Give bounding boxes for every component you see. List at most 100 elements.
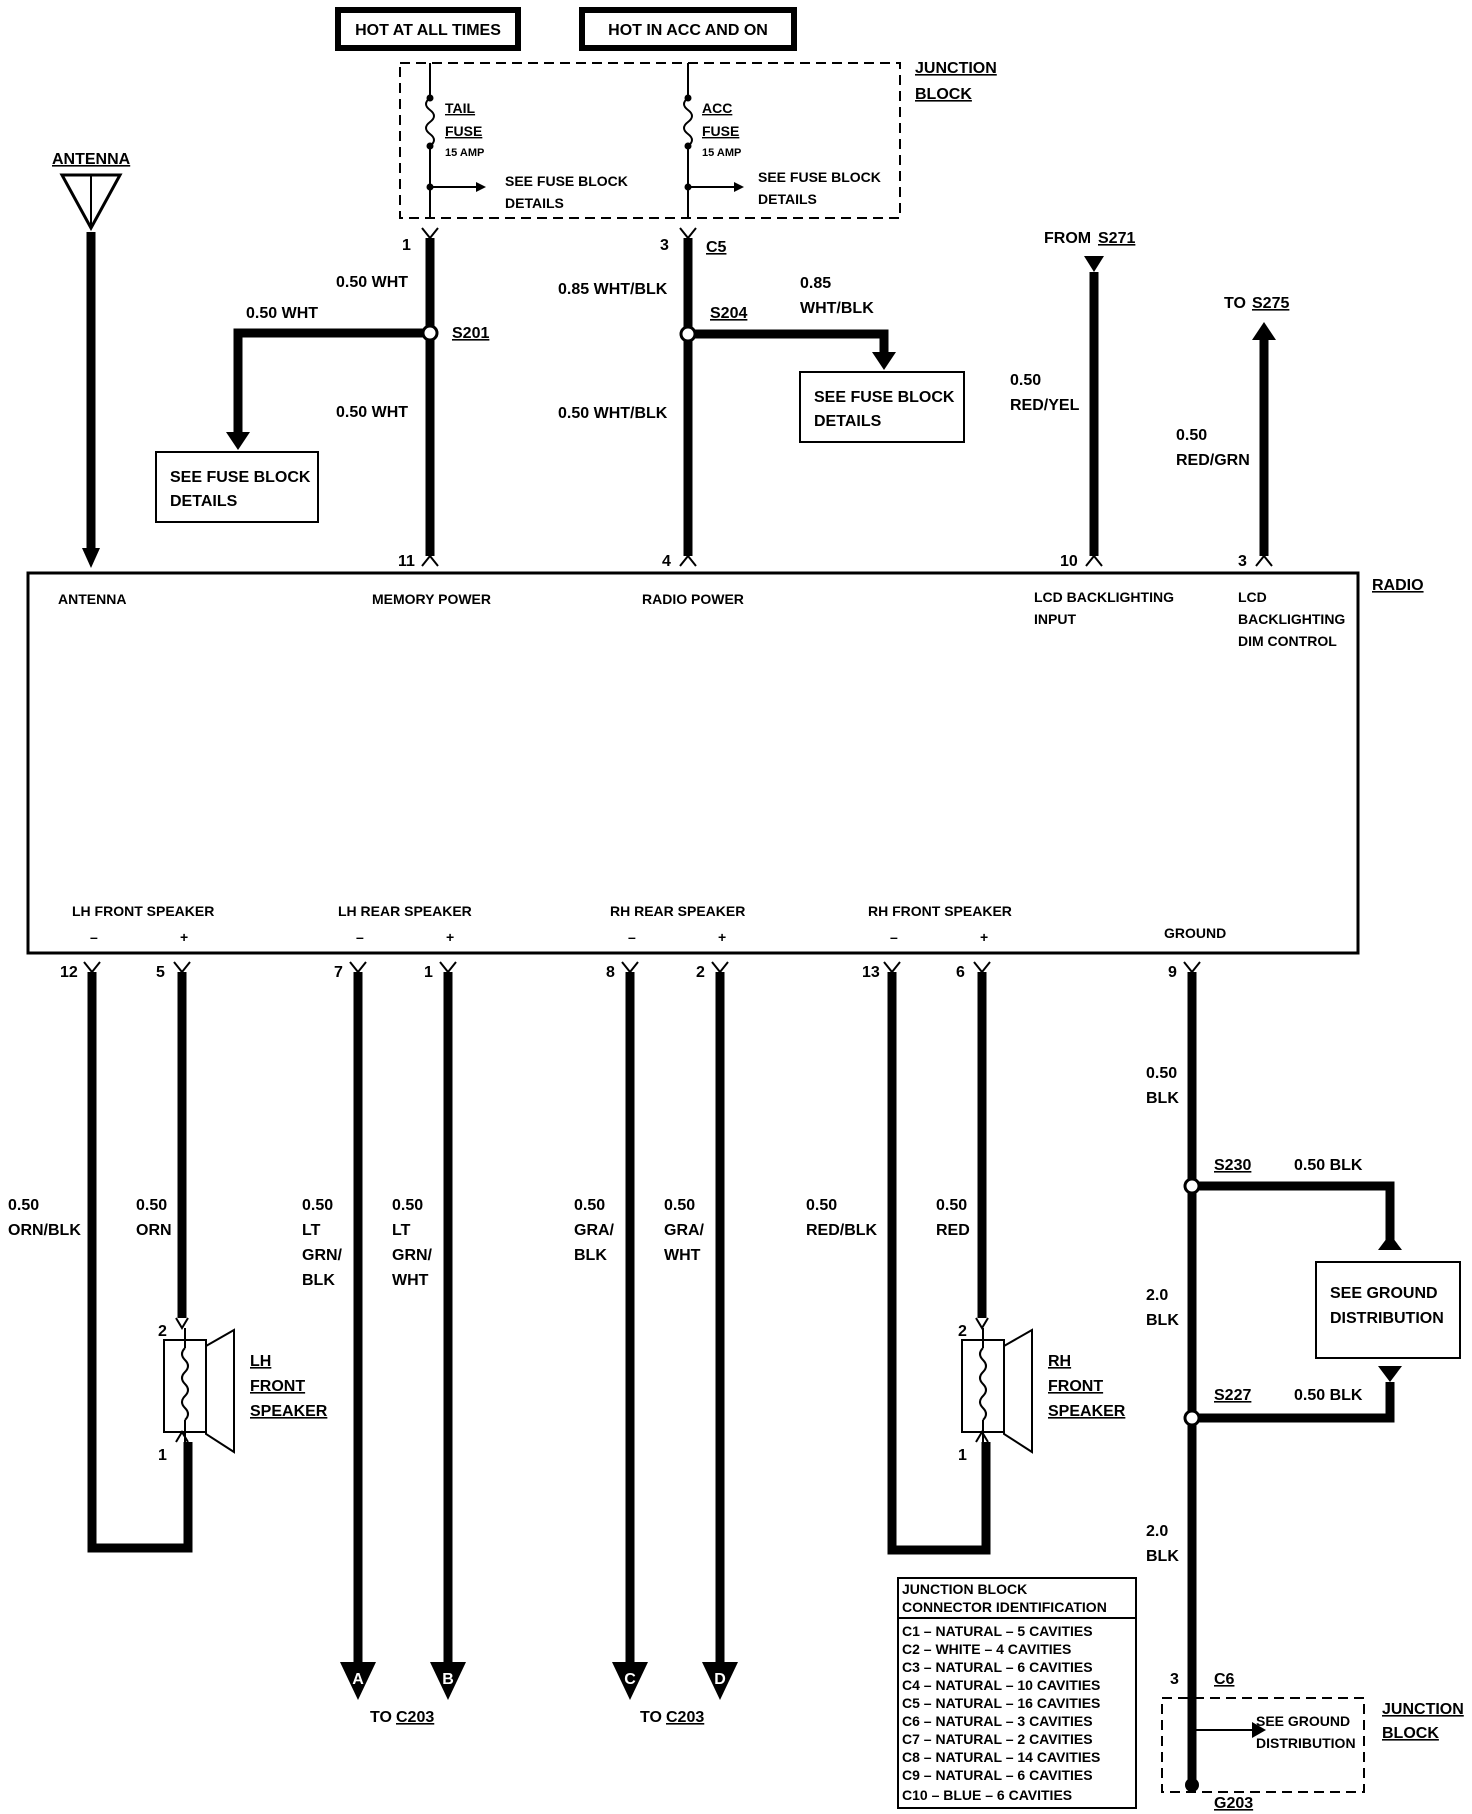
acc-fuse-amp: 15 AMP — [702, 147, 741, 159]
pin-8-label: 8 — [606, 964, 615, 981]
lh-rear-speaker-wires: A B TO C203 0.50 LT GRN/ BLK 0.50 LT GRN… — [302, 972, 466, 1726]
splice-s201: S201 — [452, 325, 489, 342]
ground-wire-mid-label: 2.0 — [1146, 1287, 1168, 1304]
rh-front-speaker-label: RH FRONT SPEAKER — [868, 903, 1012, 919]
table-row: C9 – NATURAL – 6 CAVITIES — [902, 1767, 1093, 1783]
table-row: C3 – NATURAL – 6 CAVITIES — [902, 1659, 1093, 1675]
plus-sign: + — [180, 929, 188, 945]
wire-085-whtblk-label: 0.85 WHT/BLK — [558, 281, 668, 298]
wire-red-blk-label-2: RED/BLK — [806, 1222, 878, 1239]
wire-085-branch-label-2: WHT/BLK — [800, 300, 874, 317]
lh-front-speaker-label: LH FRONT SPEAKER — [72, 903, 214, 919]
rh-speaker-label-2: FRONT — [1048, 1378, 1103, 1395]
ground-wire-label-2: BLK — [1146, 1090, 1179, 1107]
wire-redyel-label: 0.50 — [1010, 372, 1041, 389]
radio-unit: RADIO ANTENNA MEMORY POWER RADIO POWER L… — [26, 571, 1424, 955]
junction-block-label-1: JUNCTION — [915, 60, 997, 77]
table-row: C7 – NATURAL – 2 CAVITIES — [902, 1731, 1093, 1747]
wire-orn-label-2: ORN — [136, 1222, 172, 1239]
lcd-dim-label-2: BACKLIGHTING — [1238, 611, 1345, 627]
see-ground-distribution-small-2: DISTRIBUTION — [1256, 1735, 1356, 1751]
table-row: C5 – NATURAL – 16 CAVITIES — [902, 1695, 1100, 1711]
table-row: C6 – NATURAL – 3 CAVITIES — [902, 1713, 1093, 1729]
wire-gra-blk-label-2: GRA/ — [574, 1222, 615, 1239]
splice-s204: S204 — [710, 305, 747, 322]
radio-antenna-label: ANTENNA — [58, 591, 126, 607]
see-fuse-box-left-2: DETAILS — [170, 493, 238, 510]
wire-gra-wht-label-2: GRA/ — [664, 1222, 705, 1239]
minus-sign: – — [90, 929, 98, 945]
lh-speaker-label-2: FRONT — [250, 1378, 305, 1395]
junction-block-bottom-label: JUNCTION — [1382, 1701, 1464, 1718]
arrow-b: B — [442, 1671, 454, 1688]
wire-ltgrn-blk-label: 0.50 — [302, 1197, 333, 1214]
plus-sign: + — [718, 929, 726, 945]
bottom-pin-row: 12 5 7 1 8 2 13 6 9 — [60, 964, 1177, 981]
wire-050-wht-label-2: 0.50 WHT — [336, 404, 408, 421]
tail-fuse: TAIL FUSE 15 AMP SEE FUSE BLOCK DETAILS — [425, 63, 628, 218]
to-c203-label: TO — [370, 1709, 392, 1726]
wire-gra-wht-label: 0.50 — [664, 1197, 695, 1214]
rh-rear-speaker-label: RH REAR SPEAKER — [610, 903, 745, 919]
memory-power-wire: 1 0.50 WHT 0.50 WHT S201 0.50 WHT SEE FU… — [155, 227, 489, 570]
tail-fuse-label-2: FUSE — [445, 123, 482, 139]
to-c203-label: TO — [640, 1709, 662, 1726]
radio-power-label: RADIO POWER — [642, 591, 744, 607]
see-fuse-box-left: SEE FUSE BLOCK — [170, 469, 311, 486]
wire-ltgrn-blk-label-3: GRN/ — [302, 1247, 343, 1264]
splice-s230: S230 — [1214, 1157, 1251, 1174]
wire-ltgrn-blk-label-2: LT — [302, 1222, 321, 1239]
pin-4-label: 4 — [662, 553, 671, 570]
table-row: C2 – WHITE – 4 CAVITIES — [902, 1641, 1071, 1657]
tail-fuse-amp: 15 AMP — [445, 147, 484, 159]
arrow-c: C — [624, 1671, 636, 1688]
connector-c203: C203 — [396, 1709, 434, 1726]
see-ground-distribution-2: DISTRIBUTION — [1330, 1310, 1444, 1327]
wire-gra-blk-label: 0.50 — [574, 1197, 605, 1214]
from-label: FROM — [1044, 230, 1091, 247]
plus-sign: + — [980, 929, 988, 945]
see-fuse-block-details-acc: SEE FUSE BLOCK — [758, 169, 881, 185]
hot-in-acc-and-on-label: HOT IN ACC AND ON — [608, 22, 768, 39]
acc-fuse-label-2: FUSE — [702, 123, 739, 139]
table-title-2: CONNECTOR IDENTIFICATION — [902, 1599, 1107, 1615]
wire-redgrn-label: 0.50 — [1176, 427, 1207, 444]
see-fuse-box-right: SEE FUSE BLOCK — [814, 389, 955, 406]
pin-3-label: 3 — [660, 237, 669, 254]
table-row: C10 – BLUE – 6 CAVITIES — [902, 1787, 1072, 1803]
splice-s271: S271 — [1098, 230, 1135, 247]
table-row: C4 – NATURAL – 10 CAVITIES — [902, 1677, 1100, 1693]
rh-speaker-pin-2: 2 — [958, 1323, 967, 1340]
pin-9-label: 9 — [1168, 964, 1177, 981]
radio-power-wire: 3 C5 0.85 WHT/BLK 0.50 WHT/BLK S204 0.85… — [558, 227, 965, 570]
radio-label: RADIO — [1372, 577, 1424, 594]
wire-redgrn-label-2: RED/GRN — [1176, 452, 1250, 469]
wire-ltgrn-wht-label-4: WHT — [392, 1272, 429, 1289]
see-ground-distribution: SEE GROUND — [1330, 1285, 1438, 1302]
junction-block-label-2: BLOCK — [915, 86, 972, 103]
rh-speaker-label: RH — [1048, 1353, 1071, 1370]
ground-wire-bot-label-2: BLK — [1146, 1548, 1179, 1565]
wire-ltgrn-blk-label-4: BLK — [302, 1272, 335, 1289]
wire-redyel-label-2: RED/YEL — [1010, 397, 1080, 414]
wire-050-whtblk-label: 0.50 WHT/BLK — [558, 405, 668, 422]
rh-front-speaker-circuit: 2 1 RH FRONT SPEAKER 0.50 RED/BLK 0.50 R… — [806, 972, 1126, 1555]
lcd-input-label: LCD BACKLIGHTING — [1034, 589, 1174, 605]
acc-fuse: ACC FUSE 15 AMP SEE FUSE BLOCK DETAILS — [683, 63, 881, 218]
wire-orn-blk-label: 0.50 — [8, 1197, 39, 1214]
ground-g203: G203 — [1214, 1795, 1253, 1812]
table-title: JUNCTION BLOCK — [902, 1581, 1027, 1597]
pin-12-label: 12 — [60, 964, 78, 981]
lh-speaker-label: LH — [250, 1353, 271, 1370]
wire-red-blk-label: 0.50 — [806, 1197, 837, 1214]
pin-3-radio-label: 3 — [1238, 553, 1247, 570]
lcd-dim-label-3: DIM CONTROL — [1238, 633, 1337, 649]
pin-7-label: 7 — [334, 964, 343, 981]
splice-s227: S227 — [1214, 1387, 1251, 1404]
lcd-input-wire: FROM S271 0.50 RED/YEL 10 — [1010, 230, 1135, 570]
pin-1-bottom-label: 1 — [424, 964, 433, 981]
connector-identification-table: JUNCTION BLOCK CONNECTOR IDENTIFICATION … — [897, 1577, 1137, 1809]
pin-2-label: 2 — [696, 964, 705, 981]
connector-c5: C5 — [706, 239, 727, 256]
